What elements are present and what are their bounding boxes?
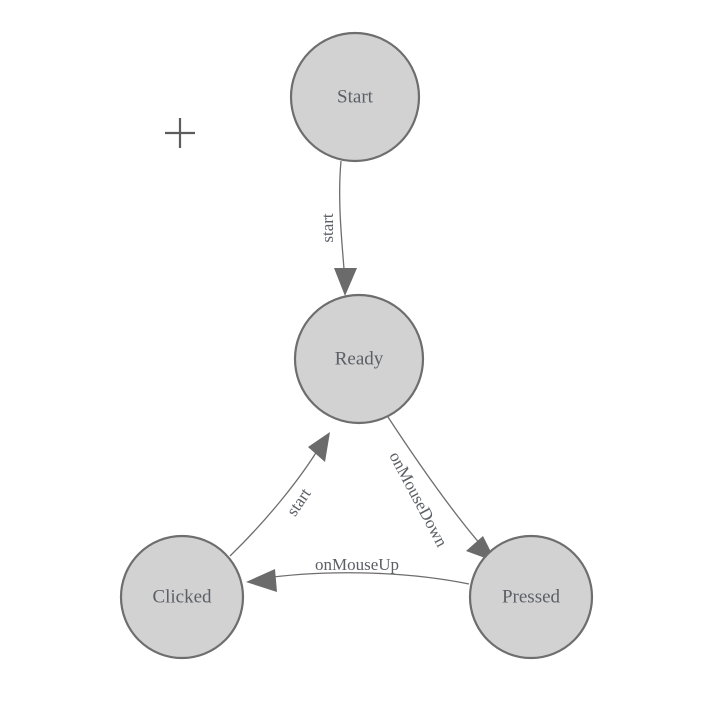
node-label: Ready [335,348,384,369]
edge-line [385,413,489,554]
node-clicked[interactable]: Clicked [119,534,245,660]
crosshair-cursor [165,118,195,148]
node-shape [289,31,421,163]
edge-line [339,160,346,284]
node-label: Pressed [502,586,561,607]
node-shape [468,534,594,660]
edge-label-start-to-ready: start [318,213,337,243]
node-start[interactable]: Start [289,31,421,163]
edge-pressed-to-clicked[interactable]: onMouseUp [246,555,470,592]
edge-label-ready-to-pressed: onMouseDown [385,449,451,551]
nodes-layer: Start Ready Clicked Pressed [119,31,594,660]
node-label: Start [337,86,374,107]
node-shape [293,293,425,425]
edge-ready-to-pressed[interactable]: onMouseDown [385,413,496,562]
node-pressed[interactable]: Pressed [468,534,594,660]
edge-line [229,442,323,557]
edge-line [257,572,470,585]
node-label: Clicked [152,586,212,607]
node-ready[interactable]: Ready [293,293,425,425]
edge-label-clicked-to-ready: start [283,484,315,519]
arrow-head [308,432,330,462]
edge-clicked-to-ready[interactable]: start [229,432,330,557]
arrow-head [334,268,357,296]
edge-start-to-ready[interactable]: start [318,160,357,296]
arrow-head [246,569,277,592]
node-shape [119,534,245,660]
edge-label-pressed-to-clicked: onMouseUp [315,555,399,574]
